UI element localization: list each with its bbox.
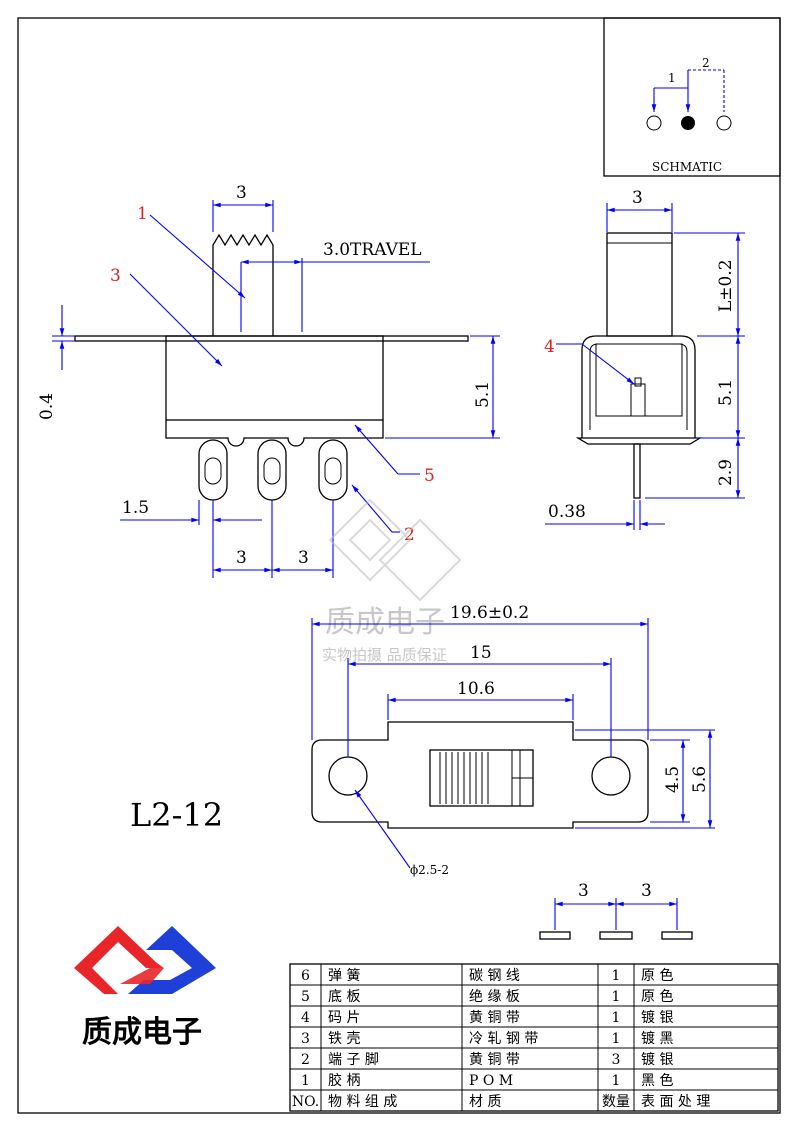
table-cell: 原 色 bbox=[641, 988, 673, 1005]
table-cell: 1 bbox=[612, 989, 621, 1005]
table-cell: 1 bbox=[301, 1073, 310, 1089]
side-view: 3 L±0.2 5.1 2.9 0.38 4 bbox=[544, 188, 745, 530]
bom-table-frame bbox=[289, 963, 779, 1112]
plate-height-dim: 5.6 bbox=[690, 766, 710, 793]
table-cell: 镀 银 bbox=[641, 1009, 673, 1026]
hole-pitch-dim: 15 bbox=[470, 643, 492, 663]
table-cell: 4 bbox=[301, 1010, 310, 1026]
table-cell: 1 bbox=[612, 968, 621, 984]
table-cell: 3 bbox=[612, 1052, 621, 1068]
plate-thickness-dim: 0.4 bbox=[37, 393, 57, 420]
pin-length-dim: 2.9 bbox=[716, 459, 736, 486]
schematic-label: SCHMATIC bbox=[652, 160, 722, 174]
table-header-cell: 材 质 bbox=[469, 1094, 501, 1110]
schematic-pin-2: 2 bbox=[702, 56, 710, 70]
table-cell: 镀 黑 bbox=[641, 1030, 673, 1047]
table-header-cell: NO. bbox=[292, 1094, 319, 1110]
footprint-pitch-2: 3 bbox=[641, 881, 652, 901]
logo-text: 质成电子 bbox=[82, 1015, 202, 1050]
footprint-pitch-1: 3 bbox=[578, 881, 589, 901]
body-length-dim: 10.6 bbox=[457, 679, 495, 699]
bottom-view: 19.6±0.2 15 10.6 4.5 5.6 ϕ2.5-2 bbox=[311, 603, 715, 877]
table-cell: 绝 缘 板 bbox=[469, 989, 520, 1005]
watermark-title: 质成电子 bbox=[325, 605, 445, 640]
callout-5: 5 bbox=[424, 466, 435, 486]
overall-length-dim: 19.6±0.2 bbox=[450, 603, 529, 623]
front-body-height-dim: 5.1 bbox=[473, 381, 493, 408]
table-cell: 1 bbox=[612, 1010, 621, 1026]
terminal-icon bbox=[646, 115, 662, 131]
model-number: L2-12 bbox=[130, 796, 223, 834]
terminal-icon bbox=[716, 115, 732, 131]
table-cell: 铁 壳 bbox=[328, 1030, 360, 1047]
table-cell: 黄 铜 带 bbox=[469, 1009, 520, 1026]
common-terminal-icon bbox=[681, 116, 695, 130]
table-cell: 端 子 脚 bbox=[328, 1052, 379, 1068]
pitch-dim-1: 3 bbox=[236, 548, 247, 568]
table-header-cell: 表 面 处 理 bbox=[641, 1094, 710, 1110]
footprint: 3 3 bbox=[539, 881, 693, 940]
table-cell: 弹 簧 bbox=[328, 968, 360, 984]
side-handle-width-dim: 3 bbox=[632, 188, 643, 208]
side-body-height-dim: 5.1 bbox=[716, 379, 736, 406]
watermark: 质成电子 实物拍摄 品质保证 bbox=[322, 498, 462, 664]
pin-thickness-dim: 0.38 bbox=[548, 502, 586, 522]
table-cell: 2 bbox=[301, 1052, 310, 1068]
company-logo: 质成电子 bbox=[74, 926, 216, 1050]
table-cell: 镀 银 bbox=[641, 1051, 673, 1068]
table-cell: 3 bbox=[301, 1031, 310, 1047]
schematic: 1 2 SCHMATIC bbox=[603, 17, 781, 177]
table-header-cell: 物 料 组 成 bbox=[328, 1094, 397, 1110]
table-cell: 码 片 bbox=[328, 1010, 360, 1026]
drawing-border bbox=[17, 17, 781, 1114]
table-cell: 1 bbox=[612, 1073, 621, 1089]
pin-offset-dim: 1.5 bbox=[122, 498, 149, 518]
hole-diameter-dim: ϕ2.5-2 bbox=[410, 863, 449, 877]
table-cell: 胶 柄 bbox=[328, 1072, 360, 1089]
table-cell: 5 bbox=[301, 989, 310, 1005]
travel-dim: 3.0TRAVEL bbox=[323, 240, 422, 260]
pitch-dim-2: 3 bbox=[298, 548, 309, 568]
table-cell: 冷 轧 钢 带 bbox=[469, 1031, 538, 1047]
callout-2: 2 bbox=[404, 525, 415, 545]
body-height-dim: 4.5 bbox=[663, 766, 683, 793]
table-cell: P O M bbox=[469, 1073, 513, 1089]
callout-1: 1 bbox=[137, 204, 148, 224]
table-cell: 原 色 bbox=[641, 967, 673, 984]
table-cell: 底 板 bbox=[328, 989, 360, 1005]
table-header-cell: 数量 bbox=[602, 1094, 630, 1110]
table-cell: 黄 铜 带 bbox=[469, 1051, 520, 1068]
front-handle-width-dim: 3 bbox=[236, 183, 247, 203]
callout-3: 3 bbox=[110, 266, 121, 286]
table-cell: 1 bbox=[612, 1031, 621, 1047]
table-cell: 6 bbox=[301, 968, 310, 984]
watermark-subtitle: 实物拍摄 品质保证 bbox=[322, 646, 447, 664]
table-cell: 黑 色 bbox=[641, 1072, 673, 1089]
handle-length-dim: L±0.2 bbox=[716, 259, 736, 312]
front-view: 3 3.0TRAVEL 0.4 5.1 1.5 3 3 1 3 5 bbox=[37, 183, 500, 578]
table-cell: 碳 钢 线 bbox=[469, 968, 520, 984]
schematic-pin-1: 1 bbox=[668, 71, 676, 85]
callout-4: 4 bbox=[544, 337, 555, 357]
